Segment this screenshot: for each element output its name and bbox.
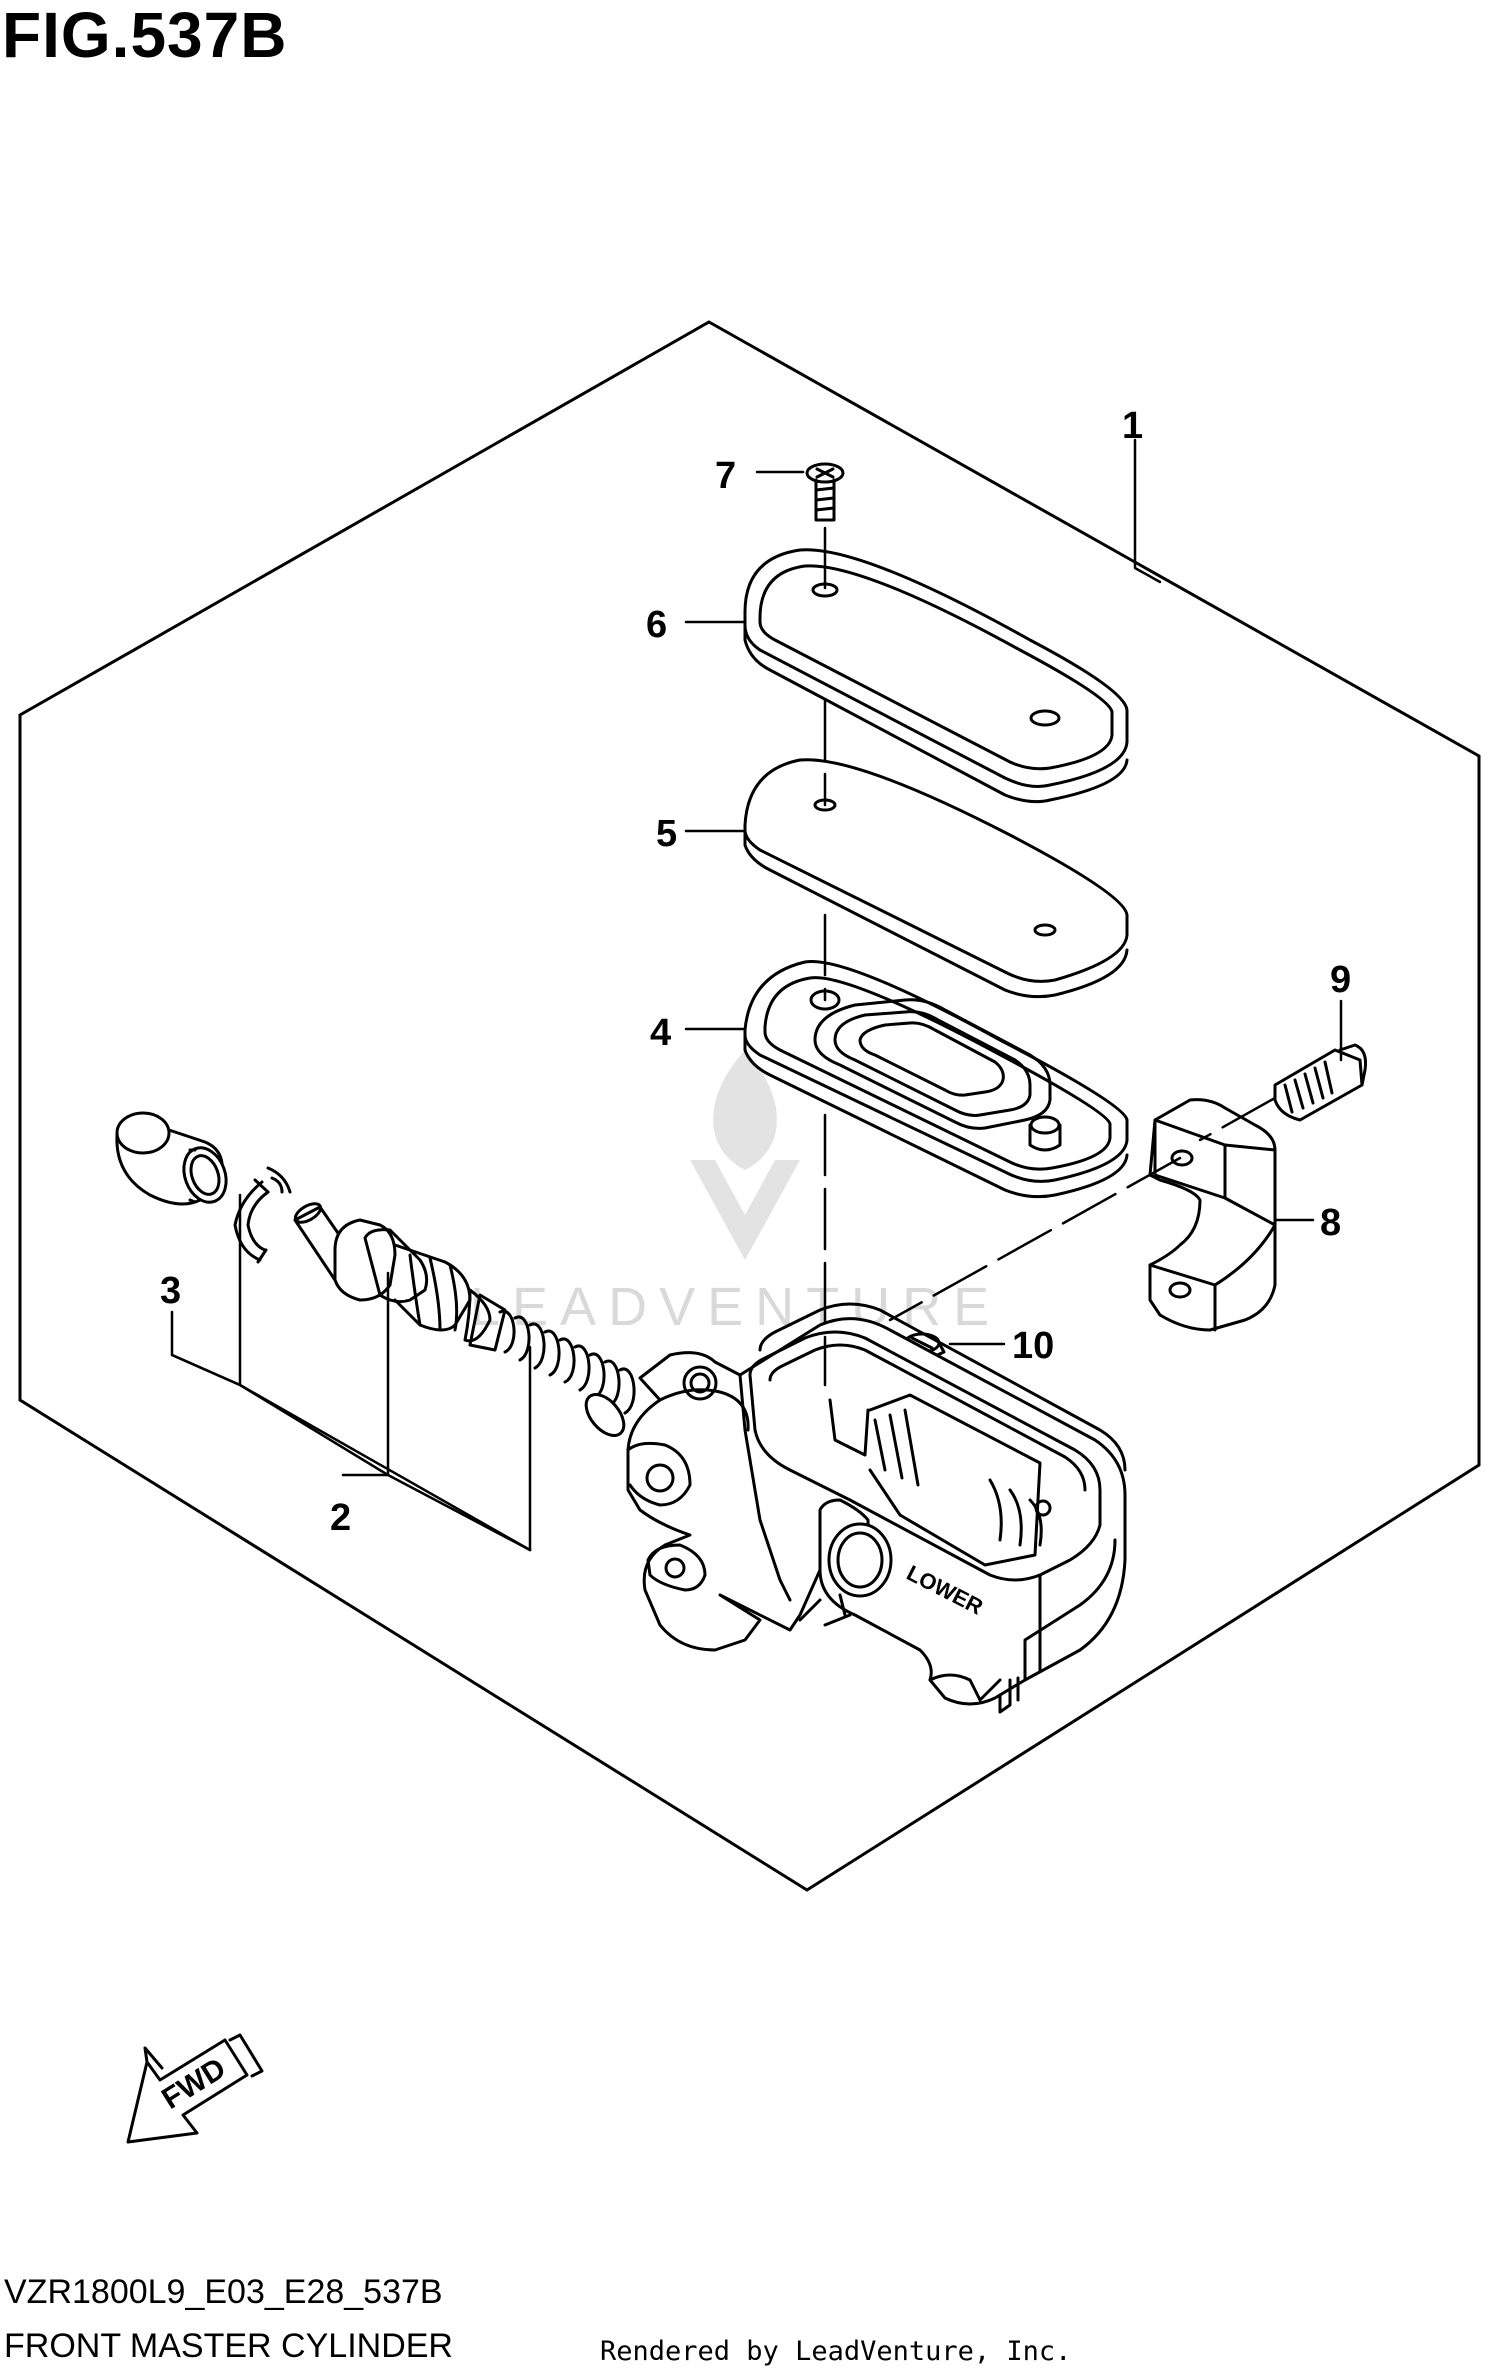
callout-9: 9 xyxy=(1330,959,1351,1001)
piston-spring-part-2 xyxy=(293,1202,636,1437)
diaphragm-bellows-part-4 xyxy=(743,959,1129,1199)
diagram-code: VZR1800L9_E03_E28_537B xyxy=(4,2273,443,2311)
callout-8: 8 xyxy=(1320,1202,1341,1244)
watermark-logo xyxy=(690,1050,800,1260)
leader-lines xyxy=(170,438,1343,1552)
clamp-bracket-part-8 xyxy=(1148,1098,1277,1332)
assembly-guide-lines xyxy=(823,526,1277,1387)
master-cylinder-body-part-1 xyxy=(626,1302,1127,1714)
bolt-part-9 xyxy=(1273,1043,1367,1122)
watermark-text: LEADVENTURE xyxy=(470,1277,1001,1337)
callout-1: 1 xyxy=(1122,405,1143,447)
circlip-part-3 xyxy=(233,1166,292,1264)
diaphragm-part-5 xyxy=(743,758,1129,999)
figure-title: FIG.537B xyxy=(2,0,288,71)
fwd-arrow xyxy=(126,2033,264,2144)
diagram-name: FRONT MASTER CYLINDER xyxy=(4,2327,453,2365)
reservoir-cap-part-6 xyxy=(743,548,1129,804)
callout-3: 3 xyxy=(160,1270,181,1312)
callout-7: 7 xyxy=(715,455,736,497)
callout-10: 10 xyxy=(1012,1325,1054,1367)
boot-part-3 xyxy=(115,1111,228,1206)
render-credit: Rendered by LeadVenture, Inc. xyxy=(600,2336,1072,2367)
screw-part-7 xyxy=(805,462,845,522)
callout-2: 2 xyxy=(330,1497,351,1539)
callout-5: 5 xyxy=(656,813,677,855)
assembly-boundary xyxy=(18,320,1481,1892)
callout-6: 6 xyxy=(646,604,667,646)
callout-4: 4 xyxy=(650,1012,671,1054)
